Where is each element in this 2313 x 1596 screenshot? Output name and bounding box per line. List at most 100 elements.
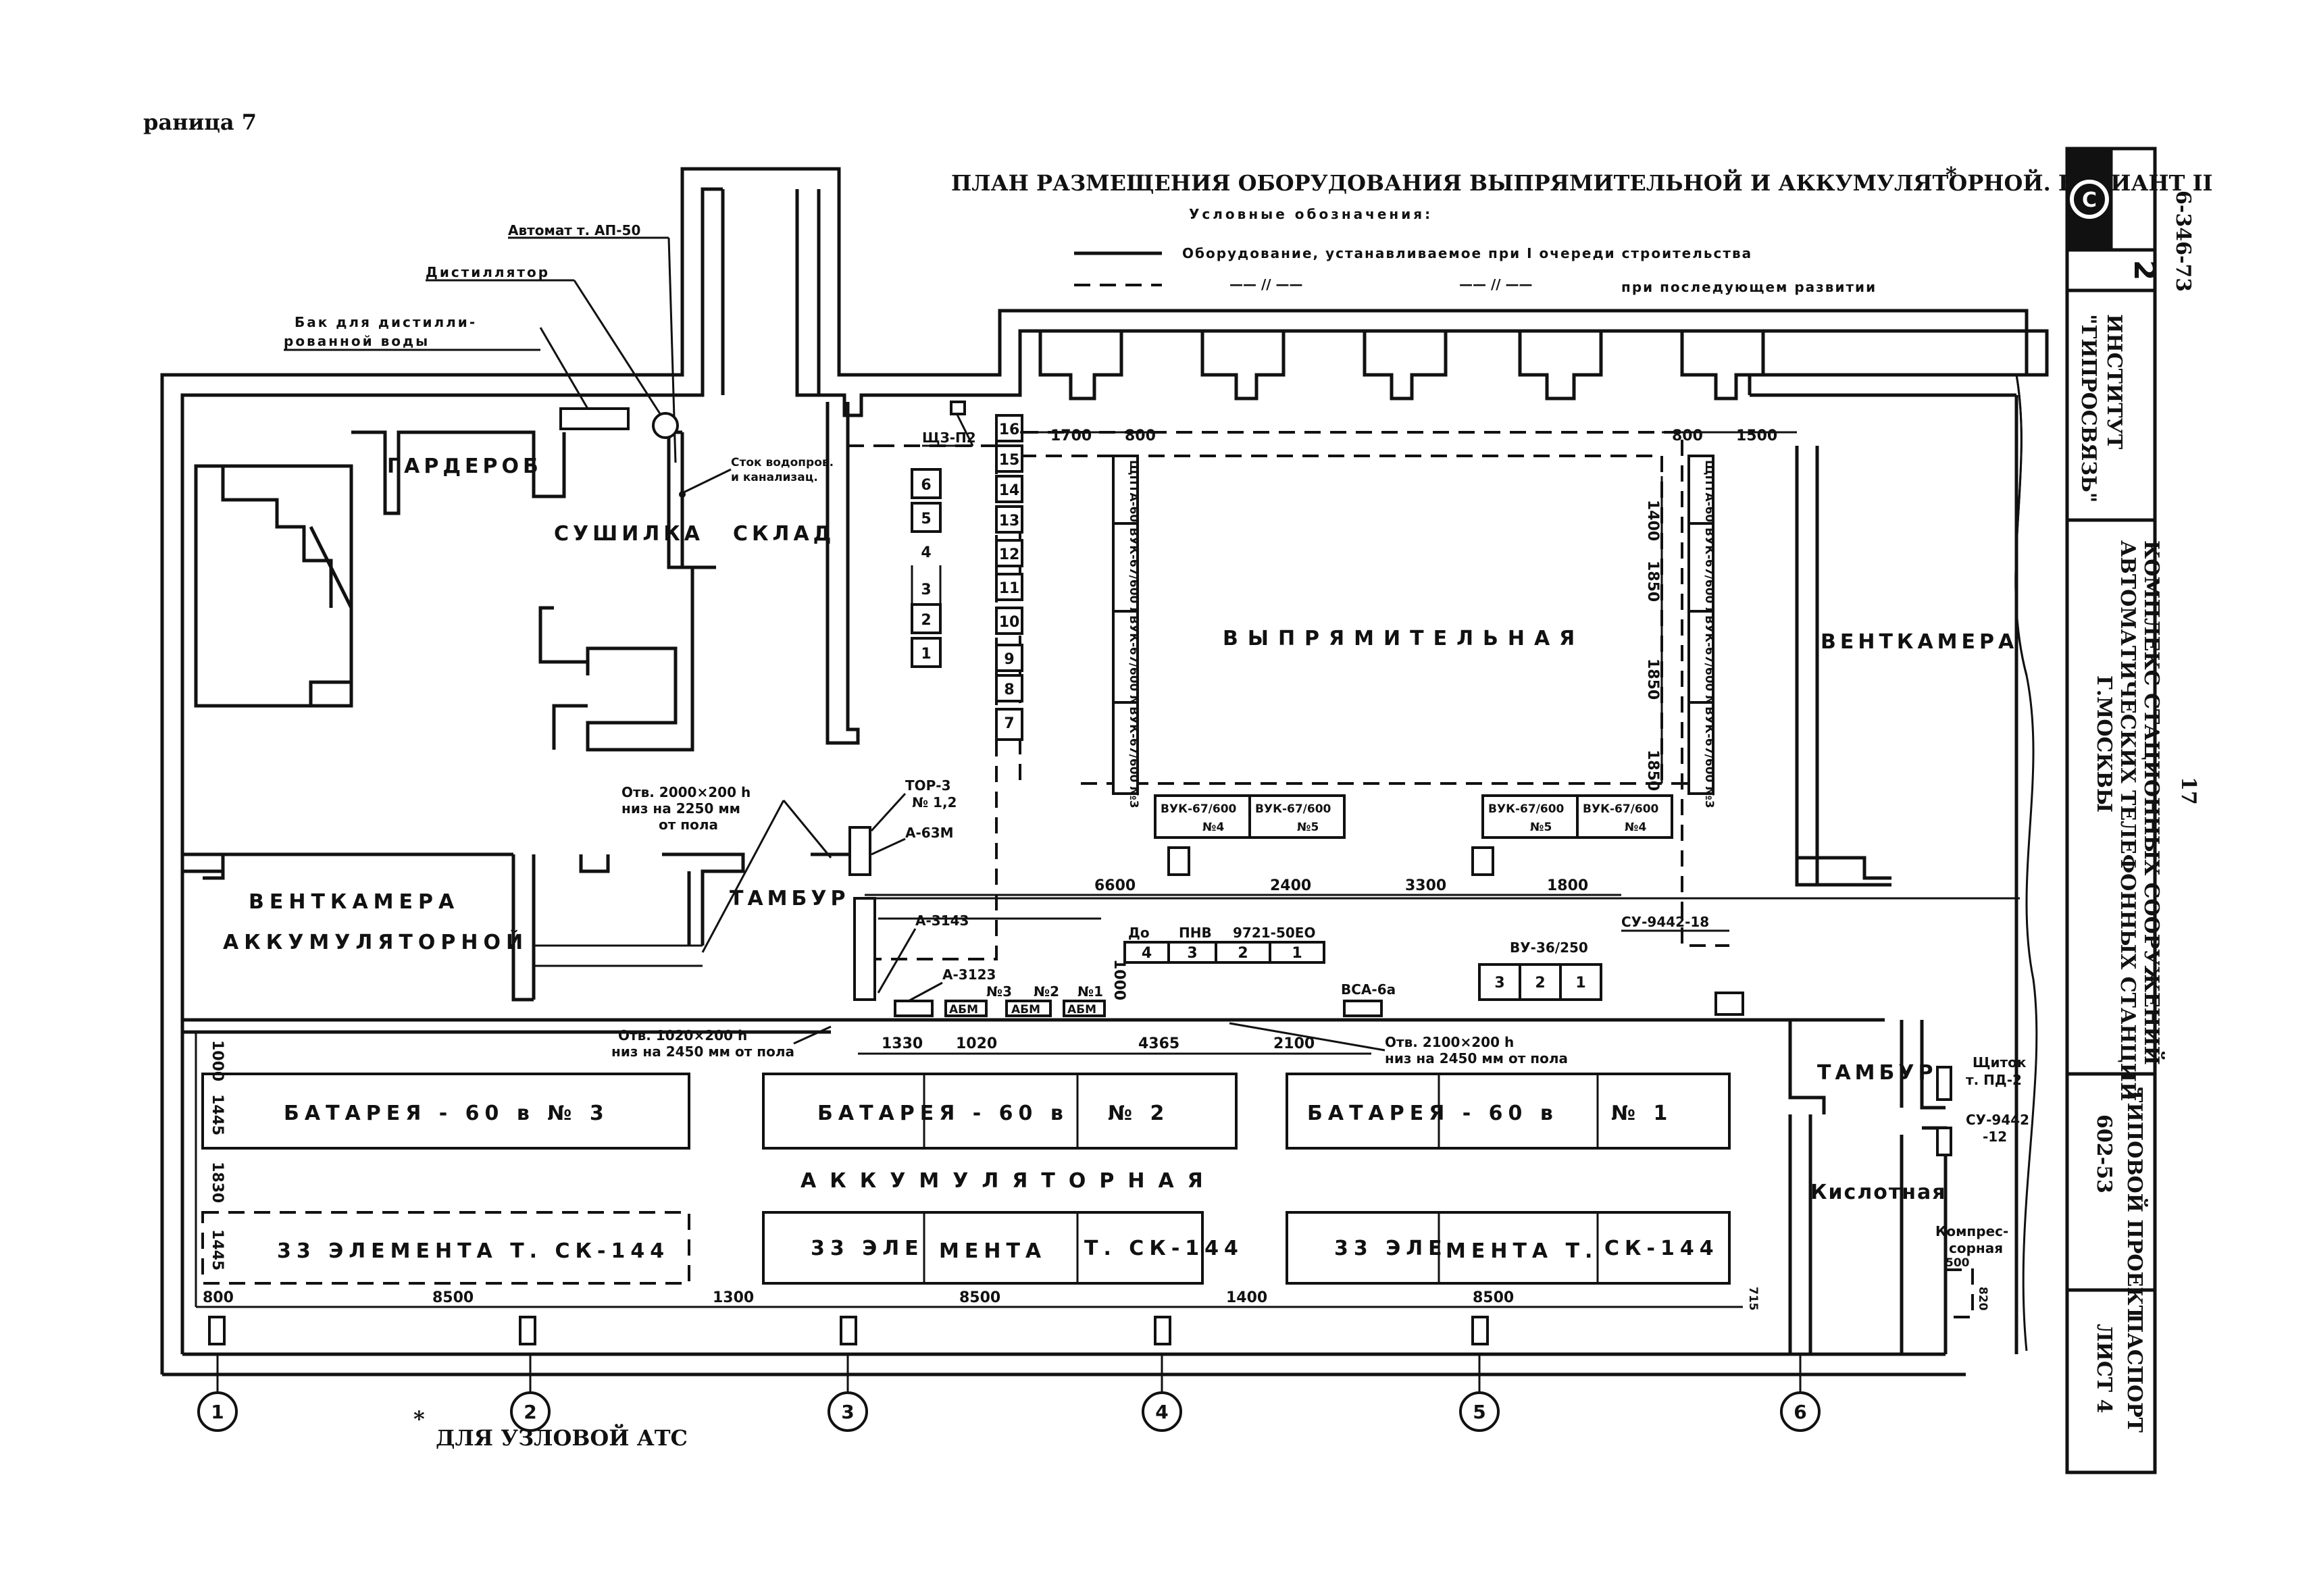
stack-label: 6: [921, 477, 931, 494]
complex-line1: КОМПЛЕКС СТАЦИОННЫХ СООРУЖЕНИЙ: [2139, 540, 2165, 1065]
callout-otv2-2: низ на 2450 мм от пола: [611, 1044, 794, 1060]
pnv-cell-label: 1: [1292, 945, 1302, 962]
dim-top-2: 800: [1125, 428, 1156, 444]
dim-row-3: 3300: [1405, 877, 1446, 894]
pnv-cell: [1167, 941, 1217, 964]
elements-1: [1286, 1211, 1731, 1285]
stack-cabinet-6: [911, 468, 942, 499]
dim-under-3: 4365: [1138, 1035, 1179, 1052]
institute-line2: "ГИПРОСВЯЗЬ": [2077, 314, 2100, 503]
dim-bottom-5: 1400: [1226, 1289, 1267, 1306]
dim-small-3: 820: [1976, 1287, 1989, 1311]
stack-label: 1: [921, 646, 931, 663]
elements-1-a: 33 ЭЛЕ: [1334, 1237, 1448, 1260]
cabinet-label: 14: [999, 482, 1020, 499]
abm-label: АБМ: [949, 1003, 978, 1016]
project-line1: ТИПОВОЙ ПРОЕКТ: [2123, 1087, 2148, 1321]
page-no: 17: [2177, 777, 2200, 805]
room-ventkamera-left-2: АККУМУЛЯТОРНОЙ: [223, 930, 528, 954]
callout-bak-1: Бак для дистилли-: [295, 314, 477, 330]
a3143-panel: [853, 897, 876, 1001]
callout-su-right-1: СУ-9442: [1966, 1112, 2029, 1128]
callout-shchitok-1: Щиток: [1973, 1054, 2027, 1071]
stack-cabinet-1: [911, 637, 942, 668]
dim-left-3: 1830: [209, 1162, 226, 1203]
dim-under-4: 2100: [1273, 1035, 1315, 1052]
room-tambur-right: ТАМБУР: [1817, 1061, 1937, 1085]
dim-bottom-6: 8500: [1473, 1289, 1514, 1306]
legend-dash-mid2: —— // ——: [1459, 276, 1533, 292]
vuk-unit: [1112, 610, 1139, 704]
vuk-bottom-label: ВУК-67/600: [1583, 802, 1659, 816]
vuk-label: ВУК-67/600 №1: [1702, 527, 1716, 629]
stack-label: 5: [921, 511, 931, 527]
dim-under-2: 1020: [956, 1035, 997, 1052]
cabinet-11: [995, 573, 1023, 601]
cabinet-label: 7: [1004, 715, 1014, 732]
dim-vert-4: 1850: [1644, 750, 1661, 791]
label-n2: №2: [1034, 983, 1059, 1000]
vuk-label: ВУК-67/600 №3: [1127, 706, 1140, 808]
vuk-bottom-number: №5: [1297, 821, 1319, 834]
axis-label: 2: [524, 1401, 536, 1423]
dim-row-2: 2400: [1270, 877, 1311, 894]
cabinet-13: [995, 505, 1023, 534]
column-base: [1471, 846, 1494, 876]
callout-do: До: [1128, 925, 1150, 941]
vuk-bottom-unit: [1248, 794, 1346, 839]
battery-racks: БАТАРЕЯ - 60 в № 3 БАТАРЕЯ - 60 в № 2 БА…: [201, 1073, 1731, 1285]
cabinet-label: 15: [999, 452, 1020, 469]
dim-top-3: 800: [1672, 428, 1703, 444]
vuk-bottom-label: ВУК-67/600: [1488, 802, 1565, 816]
page-label: раница 7: [143, 109, 257, 135]
vu-cell: [1478, 963, 1521, 1001]
callout-su-right-2: -12: [1983, 1129, 2007, 1145]
callout-vu: ВУ-36/250: [1510, 939, 1588, 956]
callout-otv1-2: низ на 2250 мм: [621, 800, 740, 817]
cabinet-10: [995, 607, 1023, 635]
vsa-box: [1343, 1000, 1383, 1017]
callout-stok-2: и канализац.: [731, 471, 818, 484]
room-sklad: СКЛАД: [733, 522, 835, 546]
vuk-bottom-row: ВУК-67/600№4ВУК-67/600№5ВУК-67/600№5ВУК-…: [1154, 794, 1673, 839]
dim-small-2: 500: [1946, 1256, 1970, 1270]
callout-a63m: А-63М: [905, 825, 954, 841]
vuk-bottom-unit: [1576, 794, 1673, 839]
project-line2: 602-53: [2092, 1114, 2116, 1193]
tor-panel: [848, 826, 871, 876]
cabinet-label: 11: [999, 580, 1020, 597]
institute-line1: ИНСТИТУТ: [2102, 314, 2126, 450]
dim-top-1: 1700: [1050, 428, 1092, 444]
cabinet-8: [995, 674, 1023, 702]
elements-2-c: Т. СК-144: [1084, 1237, 1244, 1260]
dim-row-4: 1800: [1547, 877, 1588, 894]
footnote-text: ДЛЯ УЗЛОВОЙ АТС: [436, 1424, 688, 1451]
abm-box: [1063, 1000, 1106, 1017]
logo-block: [2068, 150, 2110, 249]
cabinet-label: 9: [1004, 651, 1014, 668]
su-box: [1714, 992, 1744, 1016]
column-base: [1471, 1316, 1489, 1345]
column-base: [208, 1316, 226, 1345]
dim-top-4: 1500: [1736, 428, 1777, 444]
doc-number: 6-346-73: [2171, 190, 2195, 292]
title-block: С 2 6-346-73 ИНСТИТУТ "ГИПРОСВЯЗЬ" КОМПЛ…: [2065, 147, 2200, 1474]
callout-otv3-1: Отв. 2100×200 h: [1385, 1034, 1514, 1050]
cabinet-14: [995, 475, 1023, 503]
title-mark: *: [1946, 162, 1957, 188]
complex-line3: Г.МОСКВЫ: [2092, 675, 2116, 813]
pnv-cell: [1269, 941, 1325, 964]
elements-2-b: МЕНТА: [939, 1239, 1046, 1263]
battery-2: [762, 1073, 1238, 1150]
stack-label: 4: [921, 544, 931, 561]
dim-bottom-2: 8500: [432, 1289, 474, 1306]
battery-1-number: № 1: [1611, 1102, 1673, 1125]
stack-label: 3: [921, 582, 931, 598]
room-vypryamitelnaya: ВЫПРЯМИТЕЛЬНАЯ: [1223, 627, 1584, 650]
column-base: [840, 1316, 857, 1345]
column-base: [1167, 846, 1190, 876]
